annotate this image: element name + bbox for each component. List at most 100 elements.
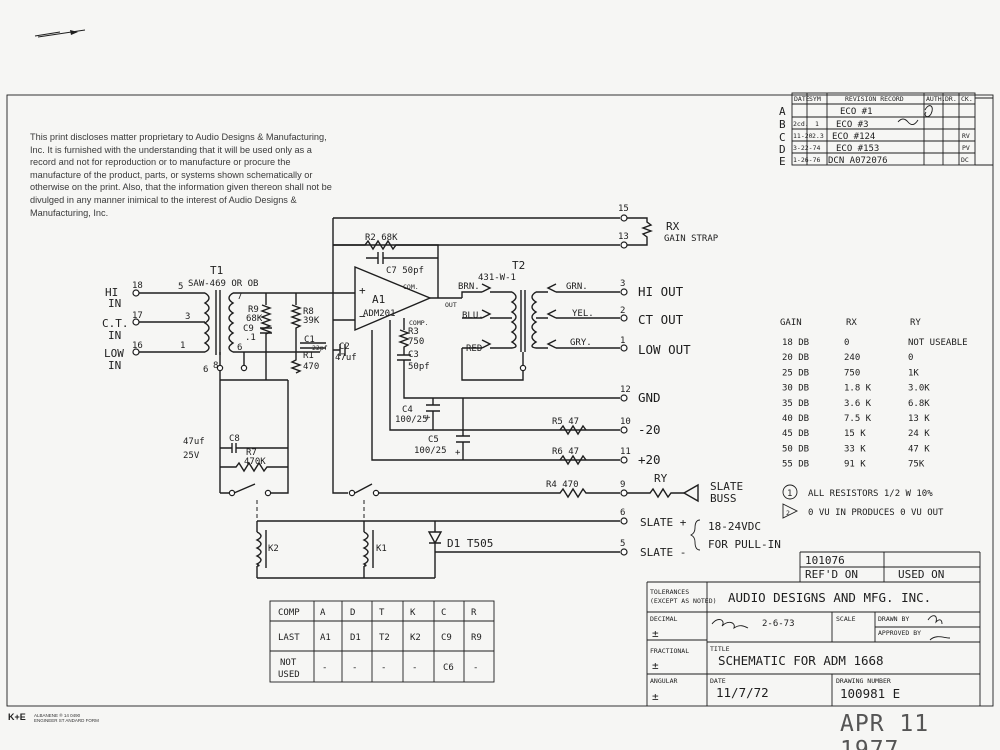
- r7-ref: R7: [246, 448, 257, 458]
- r3-value: 750: [408, 337, 424, 347]
- t1-pin-7: 7: [237, 292, 242, 302]
- rev-row-4-ck: PV: [962, 144, 970, 152]
- approver-signature: [927, 615, 951, 641]
- r5-resistor: [559, 424, 587, 436]
- comp-notused-6: -: [473, 663, 478, 673]
- decimal-label: DECIMAL: [650, 615, 677, 623]
- rev-letter-e: E: [779, 155, 786, 168]
- pin-1-label: 1: [620, 336, 625, 346]
- pin-12-label: 12: [620, 385, 631, 395]
- c3-ref: C3: [408, 350, 419, 360]
- output-section: BRN. BLU. RED T2 431-W-1 GRN. YEL. GRY.: [458, 259, 620, 381]
- r1-ref: R1: [303, 351, 314, 361]
- pin-6-label: 6: [620, 508, 625, 518]
- gain-row-4-ry: 3.0K: [908, 384, 930, 394]
- t1-part: SAW-469 OR OB: [188, 279, 258, 289]
- note-2-num: 2: [786, 509, 790, 517]
- gain-row-3-rx: 750: [844, 368, 860, 378]
- pin-17-label: 17: [132, 311, 143, 321]
- comp-last-0: LAST: [278, 633, 300, 643]
- k2-switch: [220, 483, 256, 494]
- pin-15-label: 15: [618, 204, 629, 214]
- c5-ref: C5: [428, 435, 439, 445]
- t2-ground-pin: [519, 364, 527, 372]
- rev-letter-a: A: [779, 105, 786, 118]
- low-out-label: LOW OUT: [638, 342, 691, 357]
- k2-coil: [255, 531, 262, 567]
- ry-resistor: [627, 487, 684, 499]
- gnd-label: GND: [638, 390, 661, 405]
- a1-com-label: COM.: [403, 283, 419, 291]
- gain-row-5-gain: 35 DB: [782, 399, 809, 409]
- output-pins: 15 13 RX GAIN STRAP 3 2 1 HI OUT CT OUT …: [333, 204, 781, 559]
- kplus-logo: K+E: [8, 712, 26, 722]
- drawing-number-label: DRAWING NUMBER: [836, 677, 891, 685]
- comp-header-0: COMP: [278, 608, 300, 618]
- title-block: TOLERANCES (EXCEPT AS NOTED) AUDIO DESIG…: [646, 581, 981, 706]
- r6-label: R6 47: [552, 447, 579, 457]
- gain-row-8-rx: 33 K: [844, 444, 866, 454]
- pin-18: [132, 289, 140, 297]
- t1-ref: T1: [210, 264, 223, 277]
- rx-resistor: [627, 217, 653, 246]
- t1-pin-3: 3: [185, 312, 190, 322]
- c1-ref: C1: [304, 335, 315, 345]
- refd-on-block: 101076 REF'D ON USED ON: [799, 551, 981, 583]
- gain-row-2-ry: 0: [908, 353, 913, 363]
- component-table: [269, 600, 495, 683]
- checked-date: 2-6-73: [762, 619, 795, 629]
- c9-value: .1: [245, 333, 256, 343]
- rev-h-sym: SYM: [809, 95, 821, 103]
- t1-pin-6: 6: [237, 343, 242, 353]
- rev-letter-b: B: [779, 118, 786, 131]
- c9-ref: C9: [243, 324, 254, 334]
- yel-label: YEL.: [572, 309, 594, 319]
- checker-signature: [711, 619, 749, 630]
- rev-h-dr: DR.: [945, 95, 957, 103]
- a1-out-label: OUT: [445, 301, 457, 309]
- brn-label: BRN.: [458, 282, 480, 292]
- r7-value: 470K: [244, 457, 266, 467]
- tolerances-label: TOLERANCES: [650, 588, 689, 596]
- kplus-form-text: ALBANENE ® 14 0490 ENGINEER ST ANDARD FO…: [34, 713, 99, 723]
- c8-capacitor: [220, 443, 288, 453]
- plus20-label: +20: [638, 452, 661, 467]
- received-date-stamp: APR 11 1977: [840, 711, 930, 750]
- r6-resistor: [559, 454, 587, 466]
- margin-arrow: [70, 30, 78, 35]
- c9-capacitor: [260, 327, 272, 334]
- c3-value: 50pf: [408, 362, 430, 372]
- k1-contact-a: [348, 489, 356, 497]
- rev-row-2-date: 2cd.: [793, 120, 809, 128]
- gry-label: GRY.: [570, 338, 592, 348]
- pin-2-label: 2: [620, 306, 625, 316]
- pin-11: [620, 456, 628, 464]
- rev-row-5-ck: DC: [961, 156, 969, 164]
- pin-10-label: 10: [620, 417, 631, 427]
- gain-row-9-rx: 91 K: [844, 460, 866, 470]
- r9-ref: R9: [248, 305, 259, 315]
- refd-on-label: REF'D ON: [805, 568, 858, 581]
- gain-row-8-ry: 47 K: [908, 444, 930, 454]
- comp-notused-label-2: USED: [278, 670, 300, 680]
- pin-16: [132, 348, 140, 356]
- relay-section: K2 K1 D1 T505: [255, 520, 620, 579]
- c7-capacitor: [366, 252, 438, 264]
- drawn-by-label: DRAWN BY: [878, 615, 909, 623]
- pin-13-label: 13: [618, 232, 629, 242]
- slate-plus-label: SLATE +: [640, 516, 687, 529]
- comp-notused-1: -: [322, 663, 327, 673]
- a1-opamp: [354, 265, 432, 332]
- hi-out-label: HI OUT: [638, 284, 684, 299]
- rev-h-date: DATE: [794, 95, 810, 103]
- t1-bottom-pin: [216, 364, 224, 372]
- pin-9: [620, 489, 628, 497]
- c8-value: 47uf: [183, 437, 205, 447]
- t2-ref: T2: [512, 259, 525, 272]
- comp-header-4: K: [410, 608, 416, 618]
- comp-notused-label: NOT: [280, 658, 297, 668]
- k1-label: K1: [376, 544, 387, 554]
- comp-header-1: A: [320, 608, 326, 618]
